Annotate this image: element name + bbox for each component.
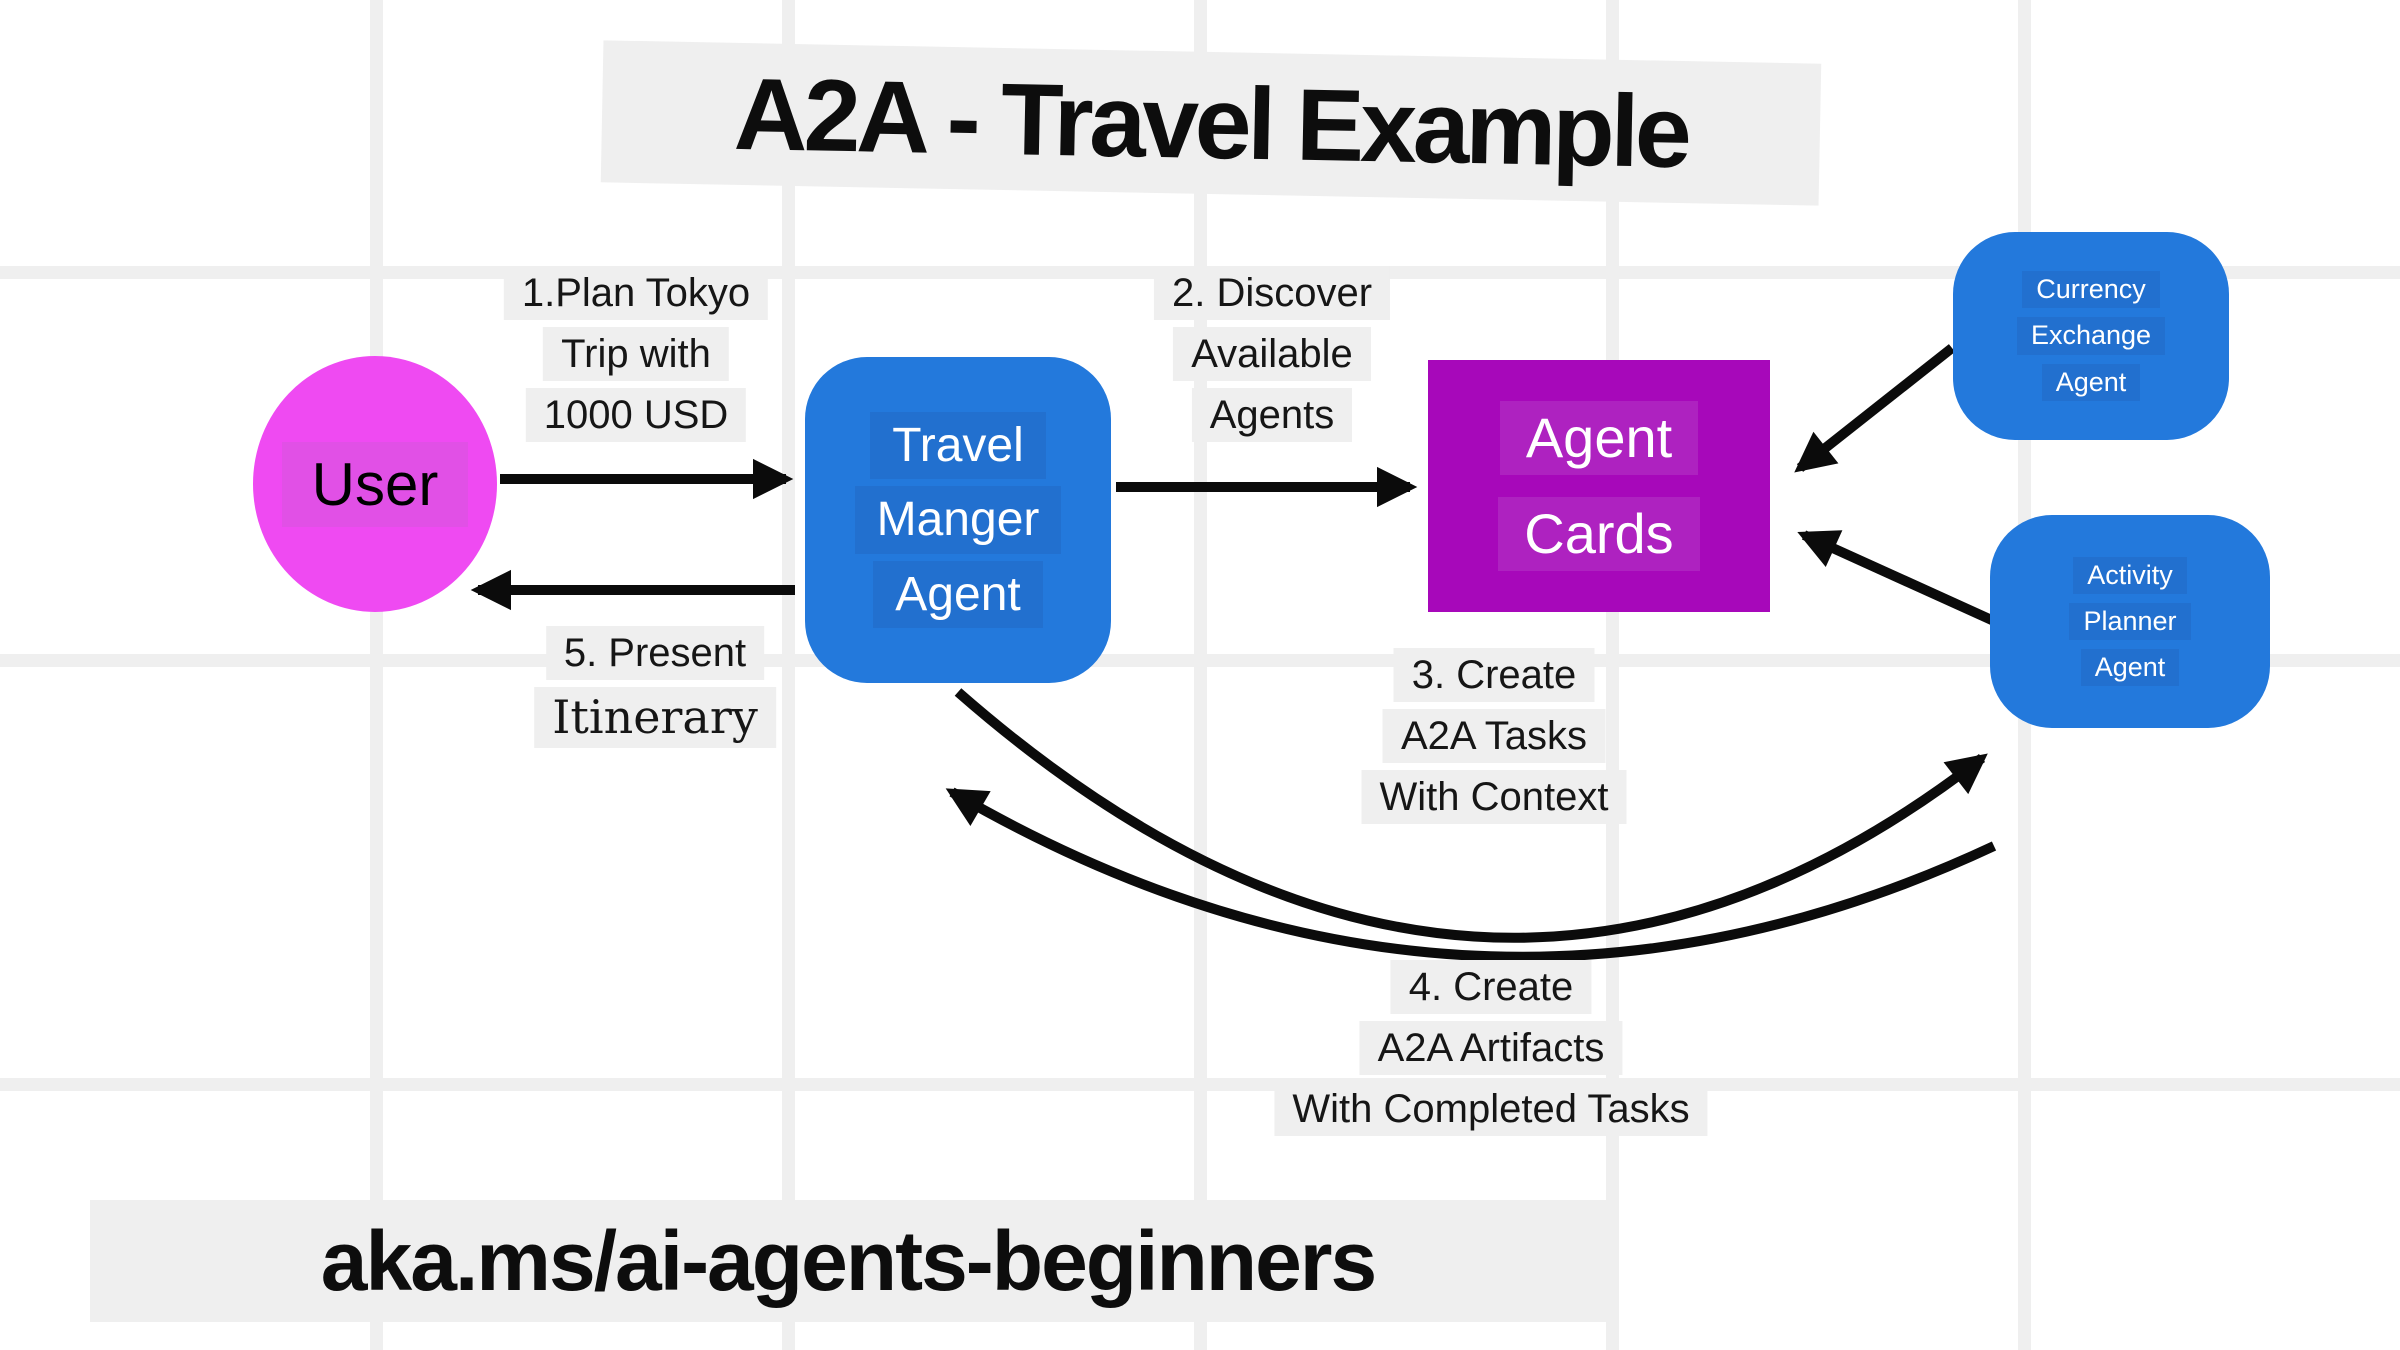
node-travel-manager-agent: Travel Manger Agent [805,357,1111,683]
footer-link-text: aka.ms/ai-agents-beginners [320,1213,1377,1308]
label-step3-line: 3. Create [1393,648,1595,702]
label-step5: 5. Present Itinerary [534,626,776,748]
node-currency-exchange-line: Agent [2041,363,2141,401]
node-travel-manager-line: Manger [854,486,1062,554]
node-user-label: User [281,441,469,527]
label-step3-line: A2A Tasks [1382,709,1606,763]
arrow-activity-planner-to-agent-cards [1797,530,1999,627]
node-agent-cards: Agent Cards [1428,360,1770,612]
node-activity-planner-agent: Activity Planner Agent [1990,515,2270,728]
label-step1-line: 1.Plan Tokyo [503,266,769,320]
grid-line-vertical [782,0,795,1350]
page-title: A2A - Travel Example [733,56,1689,189]
label-step5-line: Itinerary [534,687,776,748]
grid-line-vertical [1606,0,1619,1350]
label-step5-line: 5. Present [545,626,765,680]
footer-banner: aka.ms/ai-agents-beginners [90,1200,1606,1322]
node-agent-cards-line: Agent [1499,400,1699,475]
label-step4-line: A2A Artifacts [1359,1021,1623,1075]
node-currency-exchange-line: Exchange [2016,317,2166,355]
grid-line-horizontal [0,1078,2400,1091]
grid-line-vertical [370,0,383,1350]
node-currency-exchange-agent: Currency Exchange Agent [1953,232,2229,440]
label-step3-line: With Context [1361,770,1627,824]
label-step1-line: Trip with [543,327,729,381]
label-step3: 3. Create A2A Tasks With Context [1361,648,1627,824]
label-step2: 2. Discover Available Agents [1153,266,1391,442]
node-agent-cards-line: Cards [1498,497,1700,572]
arrow-currency-exchange-to-agent-cards [1794,344,1956,473]
node-activity-planner-line: Activity [2073,556,2187,594]
label-step1-line: 1000 USD [525,388,747,442]
label-step2-line: Available [1173,327,1371,381]
label-step2-line: 2. Discover [1153,266,1391,320]
node-activity-planner-line: Agent [2080,649,2180,687]
label-step1: 1.Plan Tokyo Trip with 1000 USD [503,266,769,442]
grid-line-vertical [1194,0,1207,1350]
title-banner: A2A - Travel Example [600,40,1822,206]
label-step4-line: With Completed Tasks [1274,1082,1708,1136]
node-user: User [253,356,497,612]
node-activity-planner-line: Planner [2069,602,2191,641]
node-currency-exchange-line: Currency [2022,271,2160,309]
label-step2-line: Agents [1191,388,1353,442]
node-travel-manager-line: Agent [873,560,1043,628]
label-step4: 4. Create A2A Artifacts With Completed T… [1274,960,1708,1136]
label-step4-line: 4. Create [1390,960,1592,1014]
node-travel-manager-line: Travel [870,412,1046,480]
